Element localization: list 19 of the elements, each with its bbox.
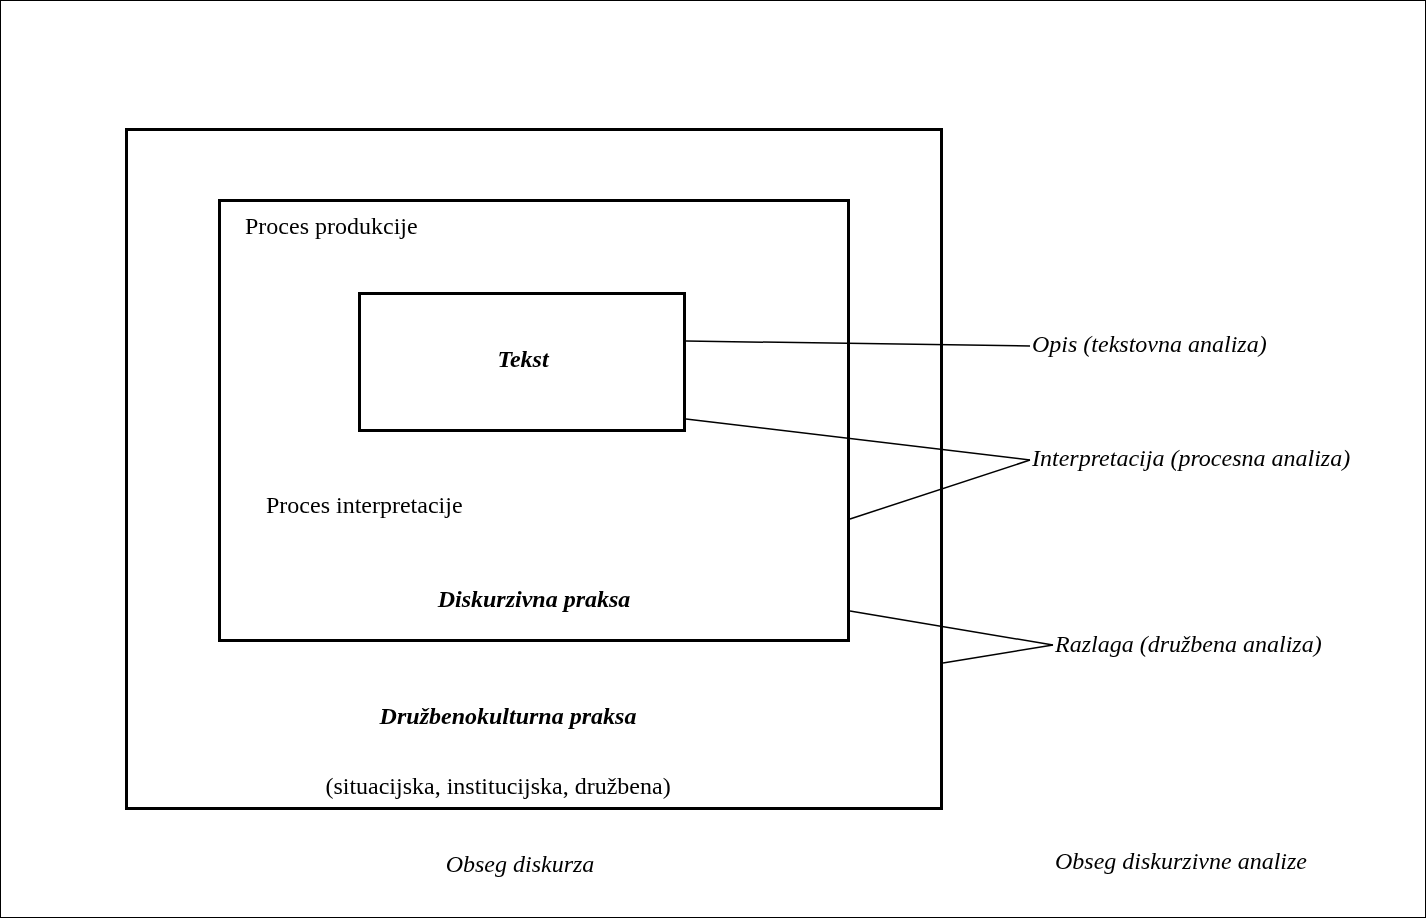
leader-line — [685, 340, 1031, 347]
analysis-label: Interpretacija (procesna analiza) — [1032, 445, 1351, 473]
frame-box — [125, 128, 943, 810]
analysis-label: Opis (tekstovna analiza) — [1032, 331, 1267, 359]
frame-box — [358, 292, 686, 432]
leader-line — [942, 644, 1054, 664]
scope-caption: Obseg diskurzivne analize — [1055, 848, 1307, 876]
box-label: Proces produkcije — [245, 213, 418, 241]
leader-line — [849, 459, 1031, 520]
box-title: Diskurzivna praksa — [437, 586, 631, 614]
frame-box — [218, 199, 850, 642]
analysis-label: Razlaga (družbena analiza) — [1055, 631, 1322, 659]
box-label: Proces interpretacije — [266, 492, 463, 520]
box-title: Družbenokulturna praksa — [379, 703, 637, 731]
box-label: (situacijska, institucijska, družbena) — [325, 773, 671, 801]
scope-caption: Obseg diskurza — [445, 851, 595, 879]
leader-line — [685, 418, 1031, 461]
box-title: Tekst — [497, 346, 549, 374]
leader-line — [849, 610, 1054, 646]
